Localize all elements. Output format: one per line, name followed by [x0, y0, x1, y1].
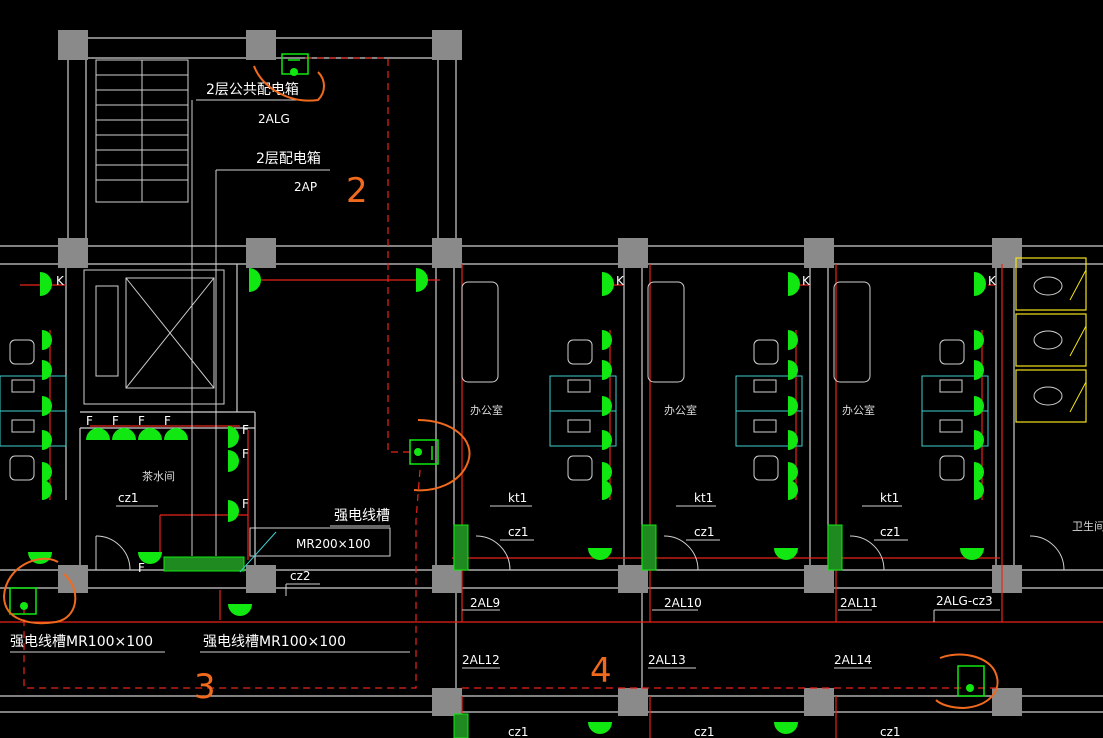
mark-k-2: K	[616, 274, 625, 288]
socket-symbols	[42, 330, 984, 522]
room-label-tea: 茶水间	[142, 470, 175, 483]
tray-label-upper: 强电线槽	[334, 508, 390, 524]
tray-size-box	[239, 527, 391, 573]
elevator-shaft	[83, 269, 225, 405]
mark-f-4: F	[164, 414, 171, 428]
label-cz1-c: cz1	[880, 525, 901, 539]
tray-label-left: 强电线槽MR100×100	[10, 634, 153, 650]
distribution-panel-left-symbol	[9, 587, 37, 615]
mark-k-3: K	[802, 274, 811, 288]
door-swings	[95, 535, 1065, 571]
mark-f-5: F	[242, 423, 249, 437]
structural-columns	[58, 30, 1022, 716]
label-cz2: cz2	[290, 569, 311, 583]
mark-f-8: F	[138, 561, 145, 575]
mark-k-4: K	[988, 274, 997, 288]
panel-2alg-code: 2ALG	[258, 112, 290, 126]
label-cz1-d: cz1	[508, 725, 529, 738]
ceiling-lights	[28, 548, 984, 734]
mark-f-2: F	[112, 414, 119, 428]
panel-2ap-name: 2层配电箱	[256, 151, 321, 167]
room-label-office-2: 办公室	[664, 403, 697, 417]
cable-tray-hatch	[163, 524, 843, 738]
label-cz1-e: cz1	[694, 725, 715, 738]
label-kt1-a: kt1	[508, 491, 527, 505]
hand-number-2: 2	[346, 171, 368, 211]
panel-2ap-code: 2AP	[294, 180, 317, 194]
circuit-label-2al9: 2AL9	[470, 596, 500, 610]
label-cz1-b: cz1	[694, 525, 715, 539]
circuit-label-2al10: 2AL10	[664, 596, 702, 610]
switch-symbols	[40, 268, 986, 296]
circuit-label-2al14: 2AL14	[834, 653, 872, 667]
hand-number-3: 3	[194, 667, 216, 707]
label-cz1-tea: cz1	[118, 491, 139, 505]
room-label-office-3: 办公室	[842, 403, 875, 417]
distribution-panel-2ap-symbol	[409, 439, 439, 465]
circuit-label-2al11: 2AL11	[840, 596, 878, 610]
leader-lines	[10, 99, 1000, 669]
tray-label-mid: 强电线槽MR100×100	[203, 634, 346, 650]
label-kt1-c: kt1	[880, 491, 899, 505]
circuit-label-2al13: 2AL13	[648, 653, 686, 667]
room-label-office-1: 办公室	[470, 403, 503, 417]
label-cz1-f: cz1	[880, 725, 901, 738]
circuit-label-2alg-cz3: 2ALG-cz3	[936, 594, 993, 608]
room-label-toilet: 卫生间	[1072, 519, 1103, 533]
walls	[0, 37, 1103, 713]
distribution-panel-right-symbol	[957, 665, 985, 697]
tray-size-upper: MR200×100	[296, 537, 371, 551]
office-furniture	[9, 281, 965, 481]
mark-k-1: K	[56, 274, 65, 288]
mark-f-1: F	[86, 414, 93, 428]
distribution-panel-2alg-symbol	[281, 53, 309, 76]
mark-f-7: F	[242, 497, 249, 511]
mark-f-6: F	[242, 447, 249, 461]
panel-2alg-name: 2层公共配电箱	[206, 82, 299, 98]
hand-annotations	[2, 65, 999, 710]
hand-number-4: 4	[590, 651, 612, 691]
wiring	[0, 57, 1103, 738]
staircase	[95, 59, 189, 203]
label-kt1-b: kt1	[694, 491, 713, 505]
mark-f-3: F	[138, 414, 145, 428]
circuit-label-2al12: 2AL12	[462, 653, 500, 667]
label-cz1-a: cz1	[508, 525, 529, 539]
toilet-fixtures	[1015, 257, 1087, 423]
